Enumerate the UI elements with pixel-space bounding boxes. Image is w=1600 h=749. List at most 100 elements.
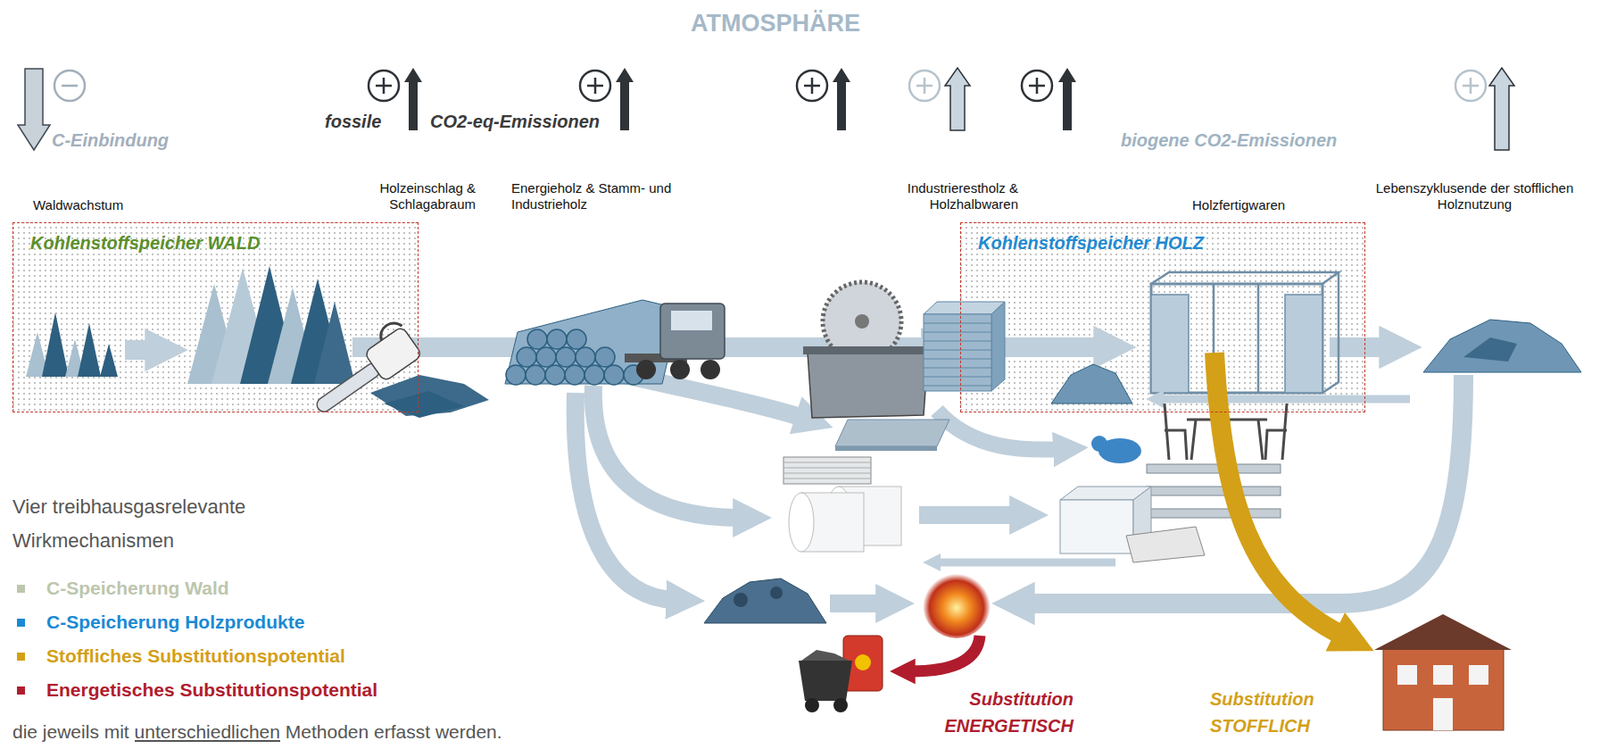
truck bbox=[624, 303, 725, 380]
brick-house bbox=[1433, 664, 1453, 685]
waste-wood-pile bbox=[1423, 319, 1582, 373]
label: Energieholz & Stamm- und Industrieholz bbox=[511, 180, 690, 213]
panel-board bbox=[835, 419, 950, 447]
log-pile bbox=[525, 364, 546, 385]
flow-bands bbox=[936, 410, 1061, 450]
brick-house bbox=[1468, 664, 1489, 685]
atmosphere-symbols bbox=[17, 68, 50, 150]
lumber-stack bbox=[923, 301, 1005, 315]
title: ATMOSPHÄRE bbox=[596, 8, 954, 38]
log-pile bbox=[575, 347, 596, 367]
label: Substitution STOFFLICH bbox=[1210, 685, 1353, 739]
recycling-return bbox=[1160, 395, 1410, 404]
label-box: Vier treibhausgasrelevante Wirkmechanism… bbox=[12, 489, 334, 558]
waste-wood-pile bbox=[1423, 319, 1582, 373]
label: fossile bbox=[324, 110, 406, 133]
young-trees bbox=[25, 312, 118, 377]
recycling-return bbox=[936, 398, 1410, 563]
legend-text: C-Speicherung Wald bbox=[46, 577, 230, 599]
label-box: Energieholz & Stamm- und Industrieholz bbox=[511, 180, 690, 213]
brick-house bbox=[1383, 647, 1504, 730]
young-trees bbox=[99, 343, 118, 377]
grown-forest bbox=[314, 301, 356, 384]
young-trees bbox=[77, 323, 101, 377]
label-box: Industrierestholz & Holzhalbwaren bbox=[839, 180, 1019, 213]
house-frame bbox=[1151, 272, 1339, 393]
lumber-stack bbox=[923, 301, 1005, 391]
wood-scrap-pile bbox=[1051, 364, 1133, 404]
label: Industrierestholz & Holzhalbwaren bbox=[839, 180, 1019, 213]
truck bbox=[700, 359, 721, 380]
newspaper bbox=[1126, 526, 1205, 563]
flow-bands-front bbox=[910, 352, 1464, 672]
legend-row: Stoffliches Substitutionspotential bbox=[12, 638, 378, 673]
brick-house bbox=[1374, 613, 1512, 650]
flow-bands-front bbox=[910, 635, 980, 672]
lumber-stack bbox=[923, 323, 992, 386]
pallets bbox=[1146, 508, 1281, 518]
fossil-fuels bbox=[833, 697, 848, 713]
coal-pile bbox=[704, 578, 827, 623]
atmosphere-symbols bbox=[1058, 67, 1077, 131]
flow-bands-front bbox=[1026, 374, 1464, 604]
legend-swatch bbox=[16, 584, 25, 593]
log-pile bbox=[595, 347, 615, 367]
label-box: Lebenszyklusende der stofflichen Holznut… bbox=[1360, 180, 1589, 213]
atmosphere-symbols bbox=[796, 70, 828, 101]
log-pile bbox=[564, 364, 585, 385]
atmosphere-symbols bbox=[909, 70, 940, 101]
lumber-stack bbox=[923, 314, 992, 391]
label: C-Einbindung bbox=[51, 129, 231, 151]
atmosphere-symbols bbox=[375, 77, 392, 94]
label-box: CO2-eq-Emissionen bbox=[430, 110, 609, 133]
region-heading: Kohlenstoffspeicher WALD bbox=[30, 232, 260, 254]
paper-stack bbox=[783, 462, 871, 479]
fossil-fuels bbox=[804, 697, 820, 713]
label-box: C-Einbindung bbox=[51, 129, 231, 151]
log-pile bbox=[545, 364, 565, 385]
label: Vier treibhausgasrelevante Wirkmechanism… bbox=[12, 489, 334, 558]
label: Holzeinschlag & Schlagabraum bbox=[301, 180, 476, 213]
log-pile bbox=[566, 329, 587, 349]
flow-bands bbox=[124, 339, 154, 360]
label-box: biogene CO2-Emissionen bbox=[1120, 129, 1407, 151]
atmosphere-symbols bbox=[1489, 67, 1515, 150]
legend-text: Stoffliches Substitutionspotential bbox=[46, 645, 346, 667]
paper-stack bbox=[783, 456, 871, 484]
house-frame bbox=[1151, 283, 1323, 393]
storage-region: Kohlenstoffspeicher WALD bbox=[12, 222, 419, 413]
log-pile bbox=[584, 364, 605, 385]
slash-branches bbox=[383, 390, 465, 418]
legend-swatch bbox=[16, 652, 25, 661]
atmosphere-symbols bbox=[587, 77, 604, 94]
brick-house bbox=[1433, 697, 1453, 730]
wooden-toy bbox=[1091, 435, 1142, 464]
log-pile bbox=[527, 329, 548, 349]
atmosphere-symbols bbox=[945, 67, 970, 131]
label: Lebenszyklusende der stofflichen Holznut… bbox=[1360, 180, 1589, 213]
log-pile bbox=[505, 329, 644, 385]
panel-board bbox=[835, 446, 937, 451]
waste-wood-pile bbox=[1463, 337, 1518, 362]
flow-bands bbox=[593, 385, 741, 518]
atmosphere-symbols bbox=[804, 77, 821, 94]
coal-pile bbox=[733, 592, 748, 607]
fire bbox=[922, 570, 991, 639]
paper-rolls bbox=[788, 492, 814, 552]
atmosphere-symbols bbox=[368, 70, 399, 101]
log-pile bbox=[505, 299, 680, 385]
recycling-return bbox=[936, 558, 1116, 567]
atmosphere-symbols bbox=[916, 77, 933, 94]
storage-region: Kohlenstoffspeicher HOLZ bbox=[960, 222, 1366, 413]
sawmill bbox=[807, 352, 929, 418]
pallets bbox=[1146, 464, 1281, 473]
legend-swatch bbox=[16, 618, 25, 627]
label: Substitution ENERGETISCH bbox=[930, 685, 1074, 739]
atmosphere-symbols bbox=[1021, 70, 1053, 101]
wooden-toy bbox=[1091, 435, 1108, 452]
pallets bbox=[1146, 486, 1281, 496]
label: Holzfertigwaren bbox=[1192, 197, 1335, 214]
cardboard-box bbox=[1060, 499, 1134, 554]
